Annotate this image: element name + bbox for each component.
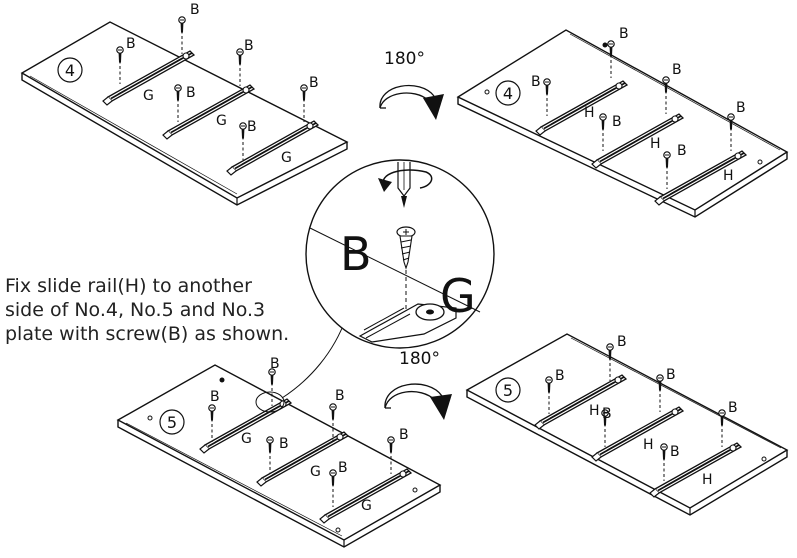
label-screw: B (612, 114, 622, 130)
label-rail-h: H (650, 136, 661, 152)
rotation-label-top: 180° (384, 49, 425, 69)
label-rail-h: H (589, 403, 600, 419)
label-screw: B (617, 334, 627, 350)
label-screw: B (335, 388, 345, 404)
label-rail-g: G (241, 431, 252, 447)
instruction-line: Fix slide rail(H) to another (5, 275, 252, 297)
label-screw: B (672, 62, 682, 78)
label-screw: B (186, 85, 196, 101)
label-screw: B (602, 406, 612, 422)
label-screw: B (399, 427, 409, 443)
rotate-180-arrow-top: 180° (379, 49, 444, 120)
detail-label-rail: G (440, 269, 476, 323)
panel-number-bottom-right: 5 (503, 381, 513, 400)
label-screw: B (279, 436, 289, 452)
label-rail-g: G (216, 113, 227, 129)
instruction-line: plate with screw(B) as shown. (5, 323, 290, 345)
label-screw: B (677, 143, 687, 159)
label-rail-g: G (361, 498, 372, 514)
label-screw: B (555, 368, 565, 384)
label-screw: B (270, 356, 280, 372)
label-screw: B (210, 389, 220, 405)
panel-top-right: 4 B B B B B B H H H (456, 26, 789, 218)
label-screw: B (531, 74, 541, 90)
label-rail-g: G (310, 464, 321, 480)
detail-callout: B G (255, 159, 495, 413)
label-rail-h: H (702, 472, 713, 488)
label-screw: B (736, 100, 746, 116)
panel-bottom-left: 5 B B B B B B G G G (116, 356, 442, 548)
panel-number-top-right: 4 (503, 84, 513, 103)
label-rail-g: G (143, 88, 154, 104)
instruction-text: Fix slide rail(H) to another side of No.… (5, 274, 345, 346)
panel-top-left: 4 B B B B B B G G G (20, 2, 349, 206)
label-screw: B (338, 460, 348, 476)
label-screw: B (728, 400, 738, 416)
label-screw: B (309, 75, 319, 91)
instruction-line: side of No.4, No.5 and No.3 (5, 299, 266, 321)
label-rail-h: H (723, 168, 734, 184)
panel-number-bottom-left: 5 (167, 413, 177, 432)
rotation-label-bottom: 180° (399, 349, 440, 369)
label-screw: B (247, 119, 257, 135)
label-screw: B (666, 367, 676, 383)
label-rail-h: H (584, 105, 595, 121)
label-rail-g: G (281, 150, 292, 166)
label-screw: B (244, 38, 254, 54)
rotate-180-arrow-bottom: 180° (384, 349, 452, 420)
label-rail-h: H (643, 437, 654, 453)
panel-bottom-right: 5 B B B B B B H H H (465, 333, 789, 516)
detail-label-screw: B (340, 227, 372, 281)
label-screw: B (126, 36, 136, 52)
label-screw: B (619, 26, 629, 42)
panel-number-top-left: 4 (65, 61, 75, 80)
label-screw: B (190, 2, 200, 18)
label-screw: B (670, 444, 680, 460)
